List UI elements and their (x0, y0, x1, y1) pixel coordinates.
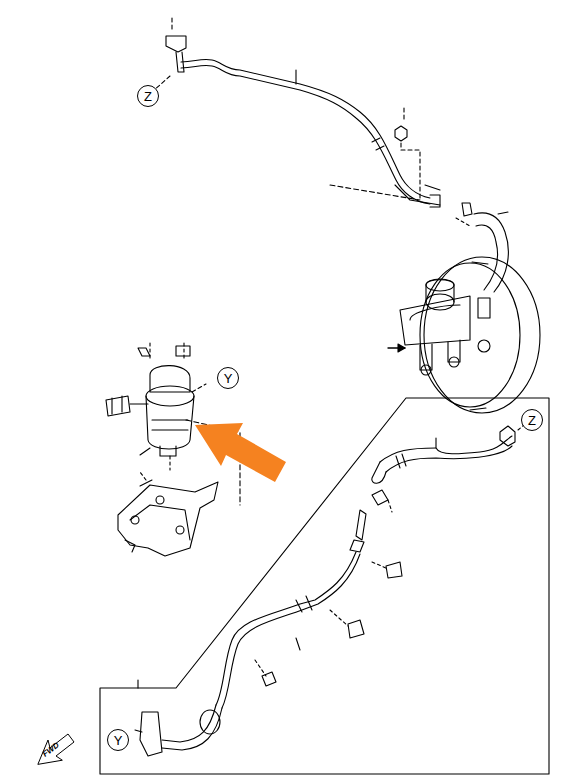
nut (395, 108, 420, 200)
direction-label: FWD (41, 741, 60, 758)
callout-circle: Y (107, 729, 129, 751)
pump-bracket (118, 472, 218, 556)
vacuum-pipe (152, 18, 440, 207)
pointer-arrow (195, 423, 286, 482)
brake-booster (388, 257, 540, 413)
hose-assembly-frame (100, 398, 549, 774)
callout-circle: Y (217, 367, 239, 389)
reference-letter: Z (528, 414, 536, 427)
callout-circle: Z (521, 409, 543, 431)
callout-circle: Z (137, 85, 159, 107)
reference-letter: Z (144, 90, 152, 103)
forward-arrow-icon (38, 734, 74, 764)
reference-letter: Y (224, 372, 233, 385)
reference-letter: Y (114, 734, 123, 747)
vacuum-pump (106, 340, 240, 505)
hose-assembly (135, 424, 525, 756)
